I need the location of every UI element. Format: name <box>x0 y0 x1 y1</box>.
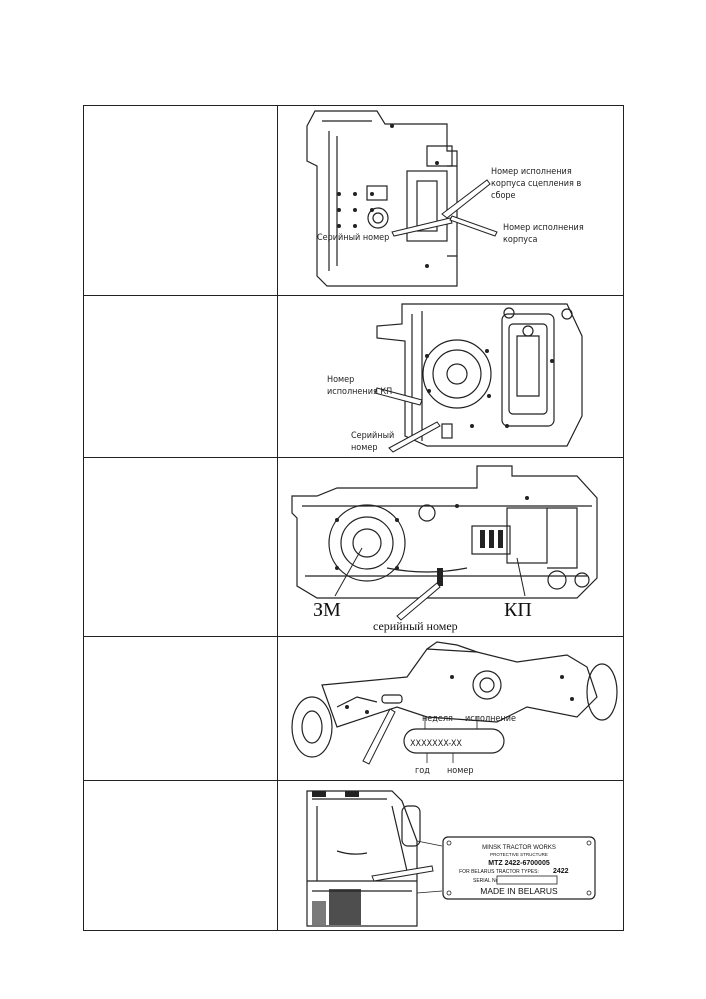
illustration-cell: MINSK TRACTOR WORKS PROTECTIVE STRUCTURE… <box>277 781 623 930</box>
label-serial: Серийный номер <box>351 431 394 453</box>
svg-text:Номер: Номер <box>327 375 354 385</box>
label-variant: исполнение <box>465 714 516 724</box>
table-row: MINSK TRACTOR WORKS PROTECTIVE STRUCTURE… <box>83 781 624 931</box>
svg-text:сборе: сборе <box>491 190 516 201</box>
description-cell <box>84 296 278 457</box>
plate-line3: MTZ 2422-6700005 <box>488 860 550 867</box>
description-cell <box>84 637 278 780</box>
label-kp: КП <box>504 599 532 621</box>
label-zm: ЗМ <box>313 599 341 621</box>
label-number: номер <box>447 766 473 776</box>
plate-serial-label: SERIAL No. <box>473 878 500 884</box>
description-cell <box>84 458 278 636</box>
gearbox-drawing: Номер исполнения КП Серийный номер <box>327 303 583 453</box>
label-week: неделя <box>422 714 453 724</box>
plate-made-in: MADE IN BELARUS <box>480 886 558 896</box>
plate-line4-value: 2422 <box>553 868 569 875</box>
transmission-drawing: ЗМ КП серийный номер <box>291 465 598 633</box>
table-row: Номер исполнения корпуса сцепления в сбо… <box>83 105 624 296</box>
code-frame <box>403 728 505 754</box>
svg-text:номер: номер <box>351 443 377 453</box>
svg-text:Серийный: Серийный <box>351 431 394 441</box>
svg-text:Номер исполнения: Номер исполнения <box>491 167 572 177</box>
label-serial: Серийный номер <box>317 233 389 243</box>
label-gearbox-no: Номер исполнения КП <box>327 375 392 397</box>
label-code: XXXXXXX-XX <box>410 739 462 749</box>
label-serial: серийный номер <box>373 619 458 633</box>
svg-text:Номер исполнения: Номер исполнения <box>503 223 584 233</box>
svg-text:исполнения КП: исполнения КП <box>327 387 392 397</box>
cab-drawing: MINSK TRACTOR WORKS PROTECTIVE STRUCTURE… <box>306 790 596 927</box>
identification-table: Номер исполнения корпуса сцепления в сбо… <box>83 105 624 931</box>
serial-plate: MINSK TRACTOR WORKS PROTECTIVE STRUCTURE… <box>442 836 596 900</box>
table-row: неделя исполнение XXXXXXX-XX год номер <box>83 637 624 781</box>
svg-text:корпуса: корпуса <box>503 235 538 245</box>
illustration-cell: Номер исполнения КП Серийный номер <box>277 296 623 457</box>
label-clutch-housing-no: Номер исполнения корпуса сцепления в сбо… <box>491 167 581 201</box>
label-year: год <box>415 766 430 776</box>
front-axle-drawing: неделя исполнение XXXXXXX-XX год номер <box>291 641 618 776</box>
table-row: Номер исполнения КП Серийный номер <box>83 296 624 458</box>
plate-serial-field <box>496 875 558 885</box>
plate-line2: PROTECTIVE STRUCTURE <box>490 852 548 857</box>
illustration-cell: неделя исполнение XXXXXXX-XX год номер <box>277 637 623 780</box>
illustration-cell: Номер исполнения корпуса сцепления в сбо… <box>277 106 623 295</box>
plate-line1: MINSK TRACTOR WORKS <box>482 845 556 851</box>
svg-text:корпуса сцепления в: корпуса сцепления в <box>491 179 581 189</box>
label-housing-no: Номер исполнения корпуса <box>503 223 584 245</box>
table-row: ЗМ КП серийный номер <box>83 458 624 637</box>
illustration-cell: ЗМ КП серийный номер <box>277 458 623 636</box>
description-cell <box>84 106 278 295</box>
clutch-housing-drawing: Номер исполнения корпуса сцепления в сбо… <box>306 110 584 287</box>
description-cell <box>84 781 278 930</box>
plate-line4-prefix: FOR BELARUS TRACTOR TYPES: <box>459 869 539 875</box>
